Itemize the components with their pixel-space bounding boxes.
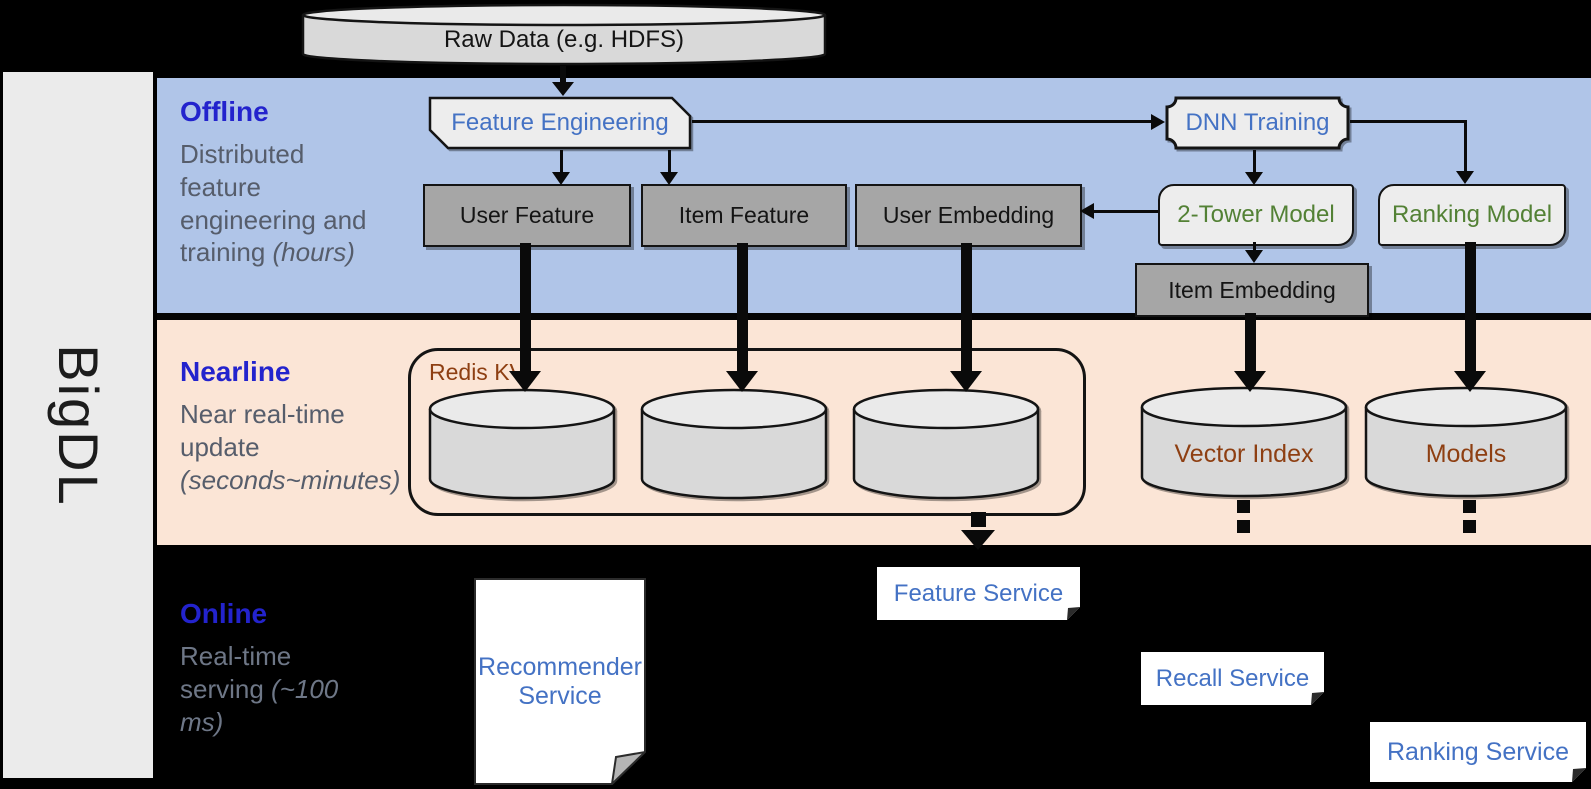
- band-divider-line: [157, 313, 1591, 320]
- feature-engineering-node: Feature Engineering: [428, 96, 692, 150]
- ranking-model-node: Ranking Model: [1378, 184, 1566, 246]
- nearline-duration: (seconds~minutes): [180, 464, 401, 495]
- bigdl-brand-label: BigDL: [46, 343, 110, 507]
- redis-kv-label: Redis KV: [429, 359, 525, 385]
- offline-section-label: Offline Distributed feature engineering …: [180, 96, 385, 269]
- arrow-twotower-to-userembedding-shaft: [1094, 210, 1158, 213]
- dnn-training-label: DNN Training: [1185, 109, 1330, 137]
- user-feature-node: User Feature: [423, 184, 631, 247]
- ranking-service-label: Ranking Service: [1386, 737, 1570, 766]
- offline-title: Offline: [180, 96, 269, 127]
- redis-cylinder-2: [640, 388, 828, 500]
- document-shape: [1141, 652, 1324, 705]
- arrow-redis-to-featureservice-dash: [971, 512, 986, 527]
- dnn-training-node: DNN Training: [1165, 96, 1350, 150]
- nearline-title: Nearline: [180, 356, 291, 387]
- item-feature-label: Item Feature: [678, 202, 810, 228]
- arrow-fe-to-itemfeature-shaft: [668, 150, 671, 174]
- item-embedding-label: Item Embedding: [1168, 276, 1336, 303]
- arrow-vectorindex-down-dash-1: [1237, 500, 1250, 513]
- ranking-service-node: Ranking Service: [1370, 722, 1586, 782]
- arrow-itemfeature-to-redis-head: [726, 371, 758, 392]
- feature-engineering-label: Feature Engineering: [451, 109, 669, 137]
- item-embedding-node: Item Embedding: [1135, 263, 1369, 317]
- arrow-userfeature-to-redis-head: [509, 371, 541, 392]
- arrow-dnn-to-rankingmodel-hshaft: [1350, 120, 1467, 123]
- arrow-itemfeature-to-redis-shaft: [737, 243, 748, 372]
- cylinder-shape: [301, 3, 827, 66]
- feature-service-node: Feature Service: [877, 567, 1080, 620]
- arrow-userfeature-to-redis-shaft: [520, 243, 531, 372]
- user-embedding-label: User Embedding: [882, 202, 1055, 228]
- document-shape: [1370, 722, 1586, 782]
- nearline-description: Near real-time update (seconds~minutes): [180, 398, 425, 496]
- arrow-itemembedding-to-vectorindex-head: [1234, 371, 1266, 392]
- arrow-vectorindex-down-dash-2: [1237, 520, 1250, 533]
- two-tower-model-node: 2-Tower Model: [1158, 184, 1354, 246]
- nearline-description-text: Near real-time update: [180, 399, 345, 462]
- cylinder-shape: [1364, 386, 1568, 498]
- arrow-fe-to-itemfeature-head: [660, 172, 678, 185]
- vector-index-label: Vector Index: [1174, 439, 1314, 468]
- recall-service-node: Recall Service: [1141, 652, 1324, 705]
- online-section-label: Online Real-time serving (~100 ms): [180, 598, 340, 738]
- arrow-fe-to-dnn-shaft: [692, 120, 1154, 123]
- plaque-shape: [1165, 96, 1350, 150]
- raw-data-store: Raw Data (e.g. HDFS): [301, 3, 827, 66]
- document-shape: [474, 578, 646, 785]
- bigdl-sidebar: BigDL: [3, 72, 153, 778]
- models-store: Models: [1364, 386, 1568, 498]
- arrow-rawdata-to-fe-shaft: [560, 66, 566, 84]
- vector-index-store: Vector Index: [1140, 386, 1348, 498]
- recommender-service-node: Recommender Service: [474, 578, 646, 785]
- arrow-dnn-to-twotower-shaft: [1253, 150, 1256, 174]
- arrow-rankingmodel-to-models-shaft: [1465, 242, 1476, 372]
- arrow-fe-to-userfeature-head: [552, 172, 570, 185]
- online-title: Online: [180, 598, 268, 629]
- cylinder-shape: [852, 388, 1040, 500]
- offline-description-text: Distributed feature engineering and trai…: [180, 139, 367, 268]
- arrow-models-down-dash-2: [1463, 520, 1476, 533]
- user-feature-label: User Feature: [459, 202, 595, 228]
- online-description-text: Real-time serving: [180, 641, 292, 704]
- arrow-twotower-to-userembedding-head: [1080, 203, 1094, 219]
- arrow-rankingmodel-to-models-head: [1454, 371, 1486, 392]
- arrow-rawdata-to-fe-head: [552, 82, 574, 96]
- document-shape: [877, 567, 1080, 620]
- arrow-dnn-to-rankingmodel-head: [1456, 171, 1474, 184]
- arrow-redis-to-featureservice-head: [961, 530, 995, 550]
- user-embedding-node: User Embedding: [855, 184, 1082, 247]
- arrow-itemembedding-to-vectorindex-shaft: [1245, 313, 1256, 372]
- offline-description: Distributed feature engineering and trai…: [180, 138, 385, 269]
- arrow-fe-to-dnn-head: [1151, 114, 1165, 130]
- online-description: Real-time serving (~100 ms): [180, 640, 340, 738]
- arrow-twotower-to-itemembedding-head: [1245, 250, 1263, 263]
- cylinder-shape: [1140, 386, 1348, 498]
- arrow-userembedding-to-redis-head: [950, 371, 982, 392]
- models-label: Models: [1425, 439, 1507, 468]
- recommender-service-label: Recommender Service: [478, 652, 642, 710]
- arrow-fe-to-userfeature-shaft: [560, 150, 563, 174]
- online-duration: (~100 ms): [180, 673, 339, 737]
- redis-cylinder-3: [852, 388, 1040, 500]
- feature-service-label: Feature Service: [893, 579, 1064, 607]
- offline-duration: (hours): [272, 237, 355, 268]
- recall-service-label: Recall Service: [1155, 664, 1310, 692]
- arrow-models-down-dash-1: [1463, 500, 1476, 513]
- item-feature-node: Item Feature: [641, 184, 847, 247]
- cylinder-shape: [428, 388, 616, 500]
- nearline-section-label: Nearline Near real-time update (seconds~…: [180, 356, 425, 496]
- arrow-twotower-to-itemembedding-shaft: [1253, 242, 1256, 253]
- arrow-dnn-to-twotower-head: [1245, 172, 1263, 185]
- cylinder-shape: [640, 388, 828, 500]
- arrow-userembedding-to-redis-shaft: [961, 243, 972, 372]
- arrow-dnn-to-rankingmodel-vshaft: [1464, 120, 1467, 173]
- raw-data-label: Raw Data (e.g. HDFS): [443, 25, 685, 53]
- redis-cylinder-1: [428, 388, 616, 500]
- ranking-model-label: Ranking Model: [1391, 201, 1553, 228]
- two-tower-model-label: 2-Tower Model: [1177, 201, 1335, 228]
- hexcut-shape: [428, 96, 692, 150]
